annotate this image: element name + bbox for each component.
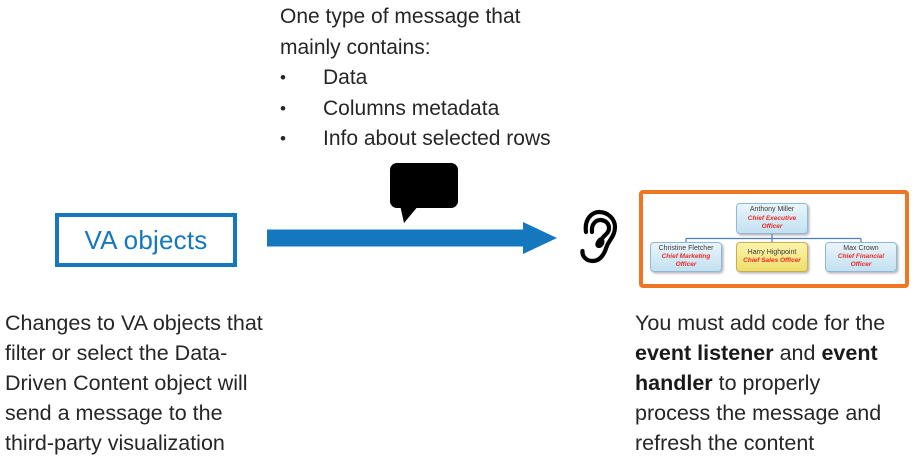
org-node-name: Anthony Miller [749, 206, 795, 214]
org-node-report: Max Crown Chief Financial Officer [825, 242, 897, 272]
org-node-title: Chief Sales Officer [743, 257, 801, 265]
org-node-name: Harry Highpoint [747, 248, 797, 256]
va-objects-box: VA objects [55, 213, 237, 267]
bullet-item: • Data [280, 63, 640, 94]
bullet-dot: • [280, 98, 286, 118]
bullet-item: • Info about selected rows [280, 124, 640, 155]
org-chart-connectors [685, 234, 862, 242]
bullet-text: Data [323, 66, 368, 89]
bullet-dot: • [280, 129, 286, 148]
bullet-text: Info about selected rows [323, 127, 551, 150]
org-node-title: Chief Executive Officer [747, 214, 797, 230]
org-node-name: Christine Fletcher [658, 244, 714, 252]
bullet-dot: • [280, 68, 286, 87]
org-node-name: Max Crown [843, 244, 879, 252]
right-arrow-icon [267, 222, 557, 254]
bullet-text: Columns metadata [323, 96, 500, 120]
org-chart-panel: Anthony Miller Chief Executive Officer C… [639, 190, 909, 288]
org-node-title: Chief Marketing Officer [661, 253, 711, 269]
va-objects-label: VA objects [84, 224, 208, 255]
bullet-item: • Columns metadata [280, 94, 640, 125]
speech-bubble-icon [390, 163, 458, 223]
org-node-ceo: Anthony Miller Chief Executive Officer [736, 203, 808, 234]
org-node-report: Christine Fletcher Chief Marketing Offic… [650, 242, 722, 272]
org-node-report-selected: Harry Highpoint Chief Sales Officer [736, 242, 808, 272]
org-node-title: Chief Financial Officer [837, 253, 885, 269]
ear-icon [580, 209, 618, 264]
